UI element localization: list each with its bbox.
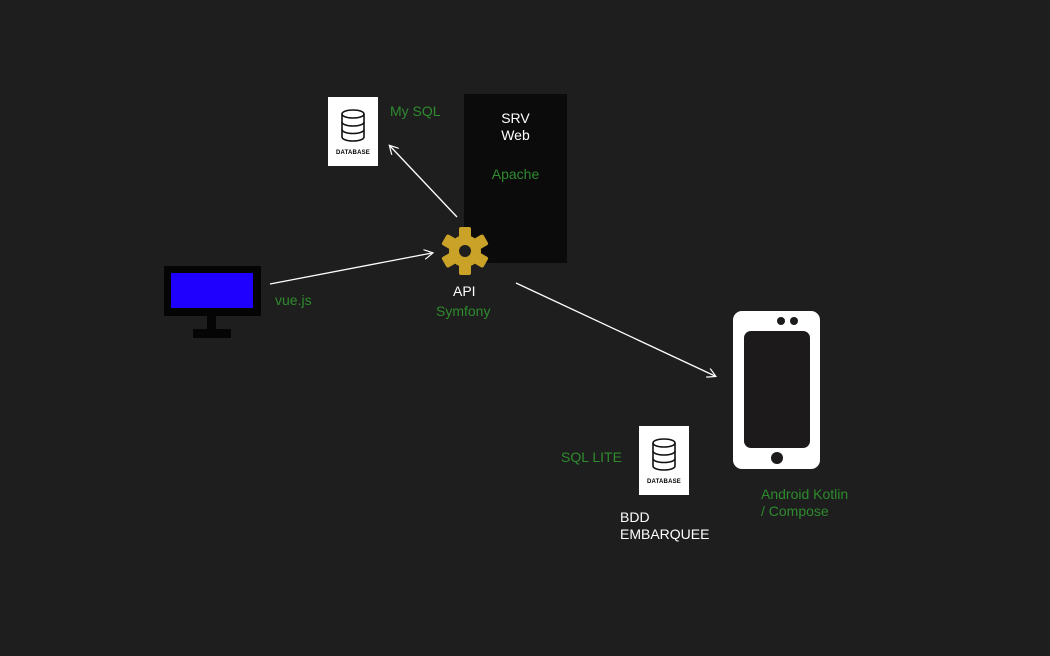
arrow-frontend-to-api (269, 253, 432, 285)
frontend-label: vue.js (275, 292, 312, 308)
server-software-label: Apache (491, 166, 540, 182)
smartphone-icon (733, 311, 820, 469)
sqlite-label: SQL LITE (561, 449, 622, 465)
arrow-api-to-mobile (515, 282, 715, 376)
sqlite-db-caption: DATABASE (646, 479, 682, 485)
gear-icon (441, 227, 489, 275)
mobile-label-line2: / Compose (761, 503, 829, 519)
database-icon (328, 97, 378, 166)
mobile-label: Android Kotlin / Compose (761, 486, 848, 520)
database-icon (639, 426, 689, 495)
arrow-api-to-mysql (390, 146, 458, 218)
server-title: SRV Web (464, 110, 567, 144)
embedded-db-line1: BDD (620, 509, 650, 525)
mysql-label: My SQL (390, 103, 441, 119)
embedded-db-line2: EMBARQUEE (620, 526, 710, 542)
monitor-icon (164, 266, 261, 338)
embedded-db-label: BDD EMBARQUEE (620, 509, 709, 543)
server-title-line2: Web (501, 127, 530, 143)
server-title-line1: SRV (501, 110, 530, 126)
api-label: API (453, 283, 476, 299)
mysql-db-caption: DATABASE (335, 150, 371, 156)
api-framework-label: Symfony (436, 303, 491, 319)
mobile-label-line1: Android Kotlin (761, 486, 849, 502)
